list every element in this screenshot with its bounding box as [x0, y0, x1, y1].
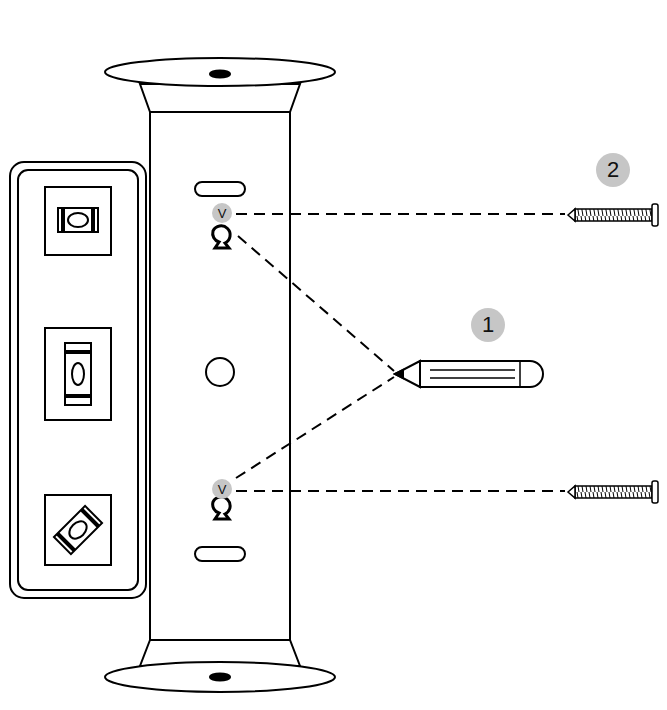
- flange-hole: [210, 674, 230, 681]
- keyhole: [213, 226, 230, 248]
- callout-number: 2: [596, 153, 630, 187]
- mounting-slot: [195, 182, 245, 196]
- guide-line: [236, 214, 565, 491]
- callout-text: 2: [607, 159, 619, 181]
- screw: [568, 204, 658, 226]
- bracket-body: [150, 110, 290, 642]
- flange-hole: [210, 71, 230, 78]
- bubble: [68, 213, 88, 227]
- top-neck: [140, 84, 300, 112]
- bubble: [72, 363, 84, 385]
- level-panel: [10, 162, 146, 598]
- level-panel-inner: [18, 170, 138, 590]
- mounting-slot: [195, 547, 245, 561]
- vial: [54, 506, 102, 554]
- center-hole: [206, 358, 234, 386]
- pencil-tip: [395, 361, 420, 387]
- bubble-level: [45, 328, 111, 420]
- mark-callout: V: [212, 203, 232, 223]
- callout-number: 1: [471, 308, 505, 342]
- vial: [65, 343, 91, 405]
- bubble: [66, 518, 90, 542]
- callout-text: 1: [482, 314, 494, 336]
- mark-callout: V: [212, 479, 232, 499]
- bottom-flange: [105, 662, 335, 692]
- bubble-level: [45, 495, 111, 565]
- screw: [568, 481, 658, 503]
- bubble-level: [45, 187, 111, 255]
- keyhole: [213, 497, 230, 519]
- vial: [58, 208, 98, 232]
- pencil: [420, 361, 543, 387]
- mark-text: V: [218, 207, 227, 220]
- mark-text: V: [218, 483, 227, 496]
- top-flange: [105, 58, 335, 86]
